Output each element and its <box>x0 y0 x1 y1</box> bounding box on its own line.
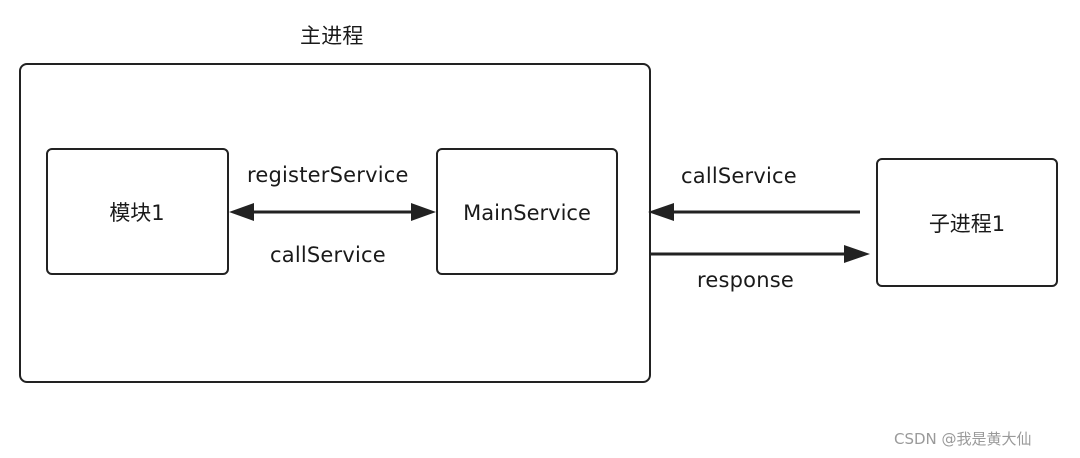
call-service-external-label: callService <box>681 164 797 188</box>
main-service-box <box>436 148 618 275</box>
child-process-box <box>876 158 1058 287</box>
call-service-internal-label: callService <box>270 243 386 267</box>
main-process-title: 主进程 <box>300 24 364 48</box>
main-service-box-label: MainService <box>463 201 591 225</box>
module-box-label: 模块1 <box>109 201 165 225</box>
register-service-label: registerService <box>247 163 409 187</box>
child-process-box-label: 子进程1 <box>928 212 1006 236</box>
module-box <box>46 148 229 275</box>
register-call-bidirectional-arrow <box>229 203 436 221</box>
response-label: response <box>697 268 794 292</box>
call-service-arrow <box>648 203 860 221</box>
response-arrow <box>651 245 870 263</box>
watermark: CSDN @我是黄大仙 <box>894 430 1032 448</box>
